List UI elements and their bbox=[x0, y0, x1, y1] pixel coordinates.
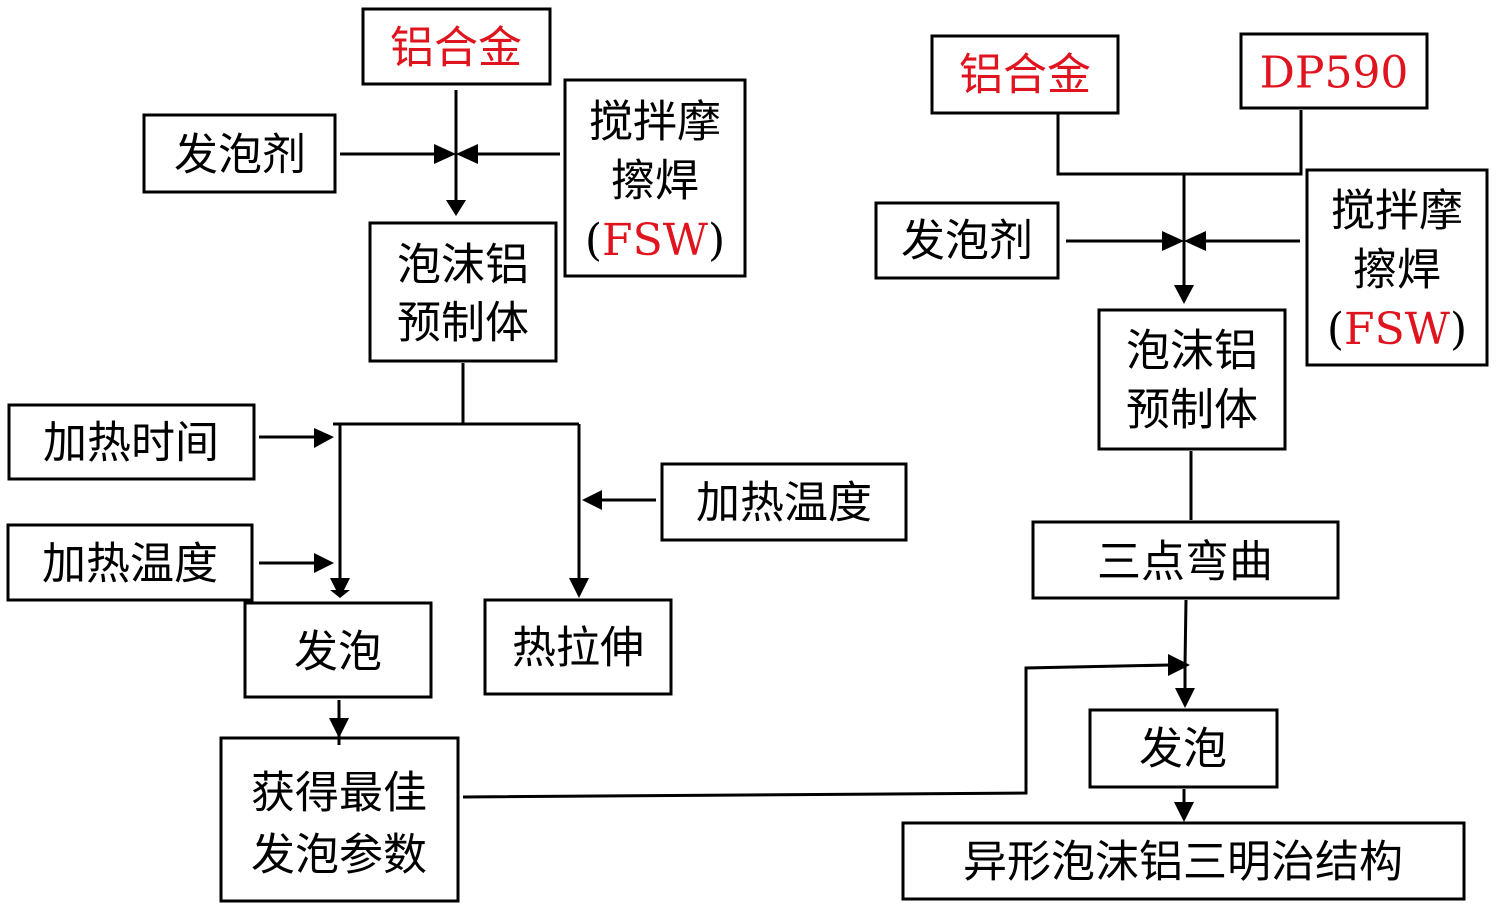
arrowhead-right-heating-time bbox=[314, 428, 334, 448]
arrowhead-right-params-feed bbox=[1168, 654, 1190, 676]
right-preform-box: 泡沫铝 预制体 bbox=[1097, 308, 1287, 451]
arrowhead-down-params bbox=[329, 718, 349, 738]
left-edges bbox=[259, 90, 656, 745]
arrowhead-down-foaming-tip bbox=[330, 578, 350, 598]
left-preform-label-line1: 泡沫铝 bbox=[397, 240, 529, 291]
left-foaming-agent-label: 发泡剂 bbox=[174, 130, 306, 181]
right-foaming-agent-label: 发泡剂 bbox=[901, 216, 1033, 267]
right-edges bbox=[1056, 110, 1303, 822]
left-fsw-box: 搅拌摩 擦焊 (FSW) bbox=[563, 78, 747, 278]
right-fsw-label-line2: 擦焊 bbox=[1353, 245, 1441, 296]
left-preform-label-line2: 预制体 bbox=[397, 298, 529, 349]
left-best-params-box: 获得最佳 发泡参数 bbox=[219, 736, 460, 903]
right-aluminum-alloy-label: 铝合金 bbox=[959, 50, 1091, 101]
left-fsw-label-line1: 搅拌摩 bbox=[589, 97, 721, 148]
right-sandwich-structure-label: 异形泡沫铝三明治结构 bbox=[963, 837, 1403, 888]
edge-alloy-dp590-join bbox=[1056, 110, 1303, 176]
left-fsw-label-line2: 擦焊 bbox=[611, 156, 699, 207]
right-foaming-agent-box: 发泡剂 bbox=[874, 201, 1060, 280]
right-fsw-label-line1: 搅拌摩 bbox=[1331, 186, 1463, 237]
right-fsw-label-line3: (FSW) bbox=[1327, 304, 1467, 355]
arrowhead-right-heating-temp-foam bbox=[314, 553, 334, 573]
left-best-params-label-line1: 获得最佳 bbox=[251, 768, 427, 819]
left-hot-stretch-label: 热拉伸 bbox=[512, 623, 644, 674]
right-three-point-bending-box: 三点弯曲 bbox=[1031, 520, 1340, 600]
left-hot-stretch-box: 热拉伸 bbox=[483, 598, 673, 696]
arrowhead-down-hot-stretch bbox=[569, 578, 589, 598]
left-foaming-box: 发泡 bbox=[243, 601, 433, 699]
right-preform-label-line1: 泡沫铝 bbox=[1126, 326, 1258, 377]
left-fsw-label-line3: (FSW) bbox=[585, 215, 725, 266]
left-heating-temp-foam-label: 加热温度 bbox=[42, 539, 218, 590]
left-preform-box: 泡沫铝 预制体 bbox=[368, 221, 558, 363]
arrowhead-left-heating-temp-stretch bbox=[582, 490, 602, 510]
right-dp590-box: DP590 bbox=[1239, 32, 1429, 110]
left-heating-temp-foam-box: 加热温度 bbox=[6, 523, 254, 602]
right-aluminum-alloy-box: 铝合金 bbox=[930, 34, 1120, 115]
edge-bending-to-foaming bbox=[1183, 599, 1188, 690]
left-heating-time-label: 加热时间 bbox=[43, 418, 219, 469]
right-foaming-box: 发泡 bbox=[1088, 708, 1279, 789]
arrowhead-left-fsw bbox=[456, 144, 478, 164]
right-sandwich-structure-box: 异形泡沫铝三明治结构 bbox=[901, 821, 1466, 901]
left-foaming-agent-box: 发泡剂 bbox=[142, 113, 337, 194]
right-three-point-bending-label: 三点弯曲 bbox=[1097, 537, 1273, 588]
left-heating-time-box: 加热时间 bbox=[7, 403, 256, 481]
arrowhead-right-right-foaming-agent bbox=[1162, 231, 1184, 251]
arrowhead-left-right-fsw bbox=[1184, 231, 1206, 251]
left-aluminum-alloy-box: 铝合金 bbox=[361, 7, 552, 86]
arrowhead-down-right-foaming bbox=[1175, 688, 1195, 708]
edge-params-to-right-foaming bbox=[462, 663, 1171, 799]
left-aluminum-alloy-label: 铝合金 bbox=[390, 23, 522, 74]
arrowhead-down-sandwich bbox=[1174, 802, 1194, 822]
arrowhead-right-foaming-agent bbox=[434, 144, 456, 164]
right-fsw-box: 搅拌摩 擦焊 (FSW) bbox=[1305, 168, 1489, 367]
right-foaming-label: 发泡 bbox=[1139, 724, 1227, 775]
right-preform-label-line2: 预制体 bbox=[1126, 385, 1258, 436]
arrowhead-down-right-preform bbox=[1174, 285, 1194, 304]
arrowhead-down-preform bbox=[446, 200, 466, 216]
left-heating-temp-stretch-box: 加热温度 bbox=[660, 462, 908, 542]
right-dp590-label: DP590 bbox=[1260, 48, 1409, 99]
left-foaming-label: 发泡 bbox=[294, 627, 382, 678]
left-best-params-label-line2: 发泡参数 bbox=[251, 830, 427, 881]
left-heating-temp-stretch-label: 加热温度 bbox=[696, 478, 872, 529]
